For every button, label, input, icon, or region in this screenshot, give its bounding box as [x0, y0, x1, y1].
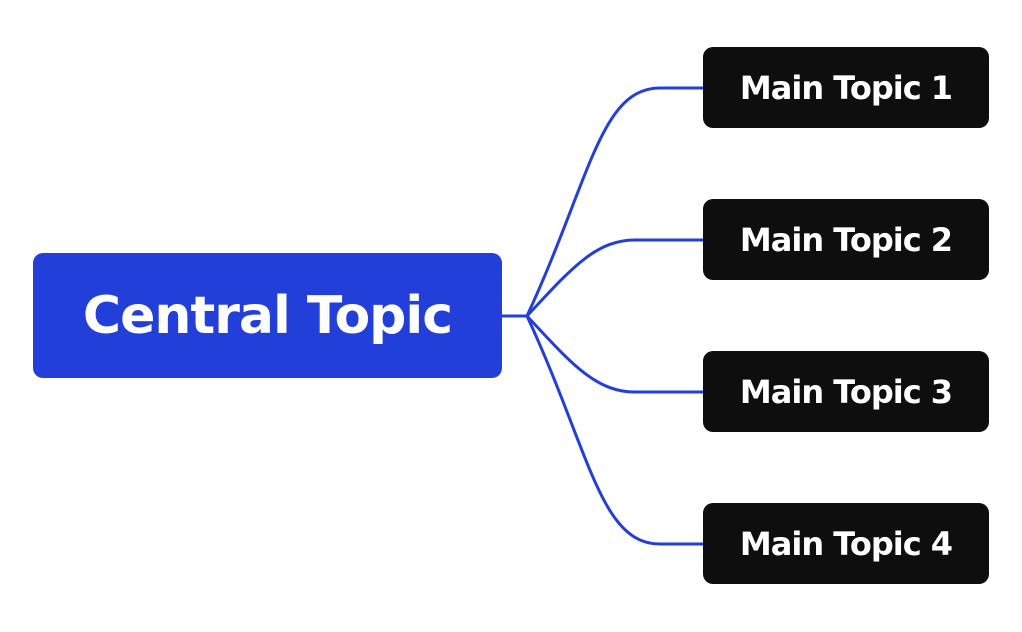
main-topic-node-2[interactable]: Main Topic 2 [703, 199, 989, 280]
connector-main-topic-1 [525, 86, 703, 317]
main-topic-node-4[interactable]: Main Topic 4 [703, 503, 989, 584]
main-topic-label: Main Topic 2 [739, 220, 953, 259]
main-topic-node-3[interactable]: Main Topic 3 [703, 351, 989, 432]
connector-main-topic-2 [525, 238, 703, 318]
central-topic-label: Central Topic [82, 285, 453, 346]
main-topic-label: Main Topic 4 [739, 524, 953, 563]
connector-main-topic-4 [525, 315, 703, 546]
main-topic-node-1[interactable]: Main Topic 1 [703, 47, 989, 128]
central-topic-node[interactable]: Central Topic [33, 253, 502, 378]
main-topic-label: Main Topic 1 [739, 68, 953, 107]
connector-main-topic-3 [525, 314, 703, 394]
main-topic-label: Main Topic 3 [739, 372, 953, 411]
